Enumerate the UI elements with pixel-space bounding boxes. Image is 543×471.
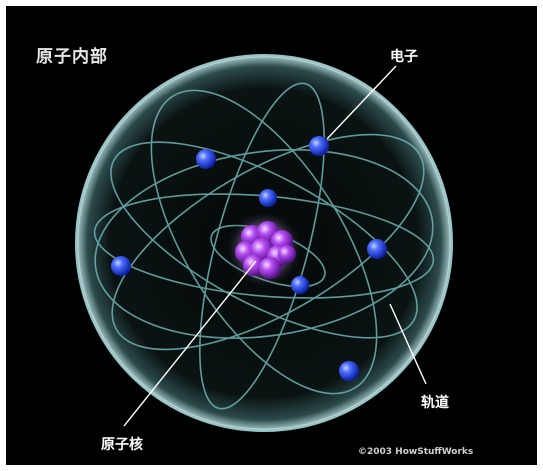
electron [367,239,387,259]
nucleus-leader-line [123,260,257,427]
nucleus-label: 原子核 [101,437,143,453]
electrons [111,136,387,381]
diagram-title: 原子内部 [36,47,108,67]
electron [309,136,329,156]
atom-illustration [75,54,453,432]
orbit-leader-line [389,303,427,385]
electron-label: 电子 [390,49,418,65]
electron [291,276,309,294]
atom-sphere-rim [77,56,451,430]
electron [111,256,131,276]
atom-diagram: 原子内部 电子 轨道 原子核 ©2003 HowStuffWorks [6,6,537,465]
orbit-path [199,82,325,410]
electron-leader-line [326,65,397,140]
nucleon [278,245,296,263]
nucleus [224,209,304,289]
electron [196,149,216,169]
electron [339,361,359,381]
orbit-label: 轨道 [421,395,449,411]
orbit-path [94,149,434,339]
leader-lines [123,65,427,427]
orbit-path [111,133,425,351]
nucleon [259,257,281,279]
electron [259,189,277,207]
orbit-path [110,141,418,339]
orbit-path [150,89,378,395]
copyright-credit: ©2003 HowStuffWorks [358,447,474,457]
